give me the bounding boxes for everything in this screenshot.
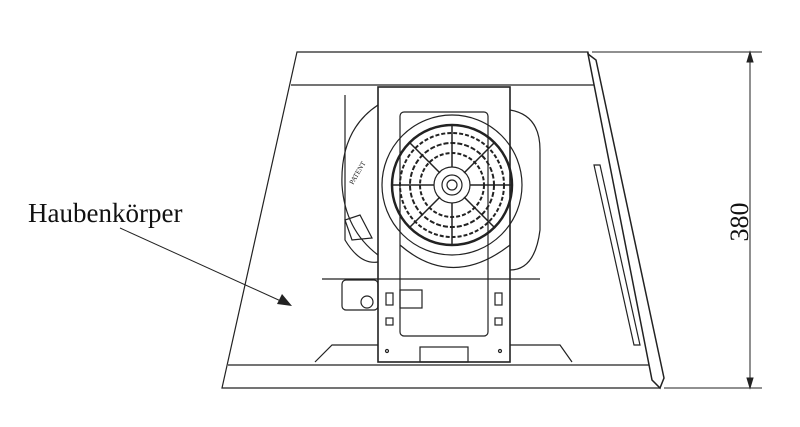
filter-frame xyxy=(314,344,573,363)
side-panel xyxy=(586,52,665,390)
frame-hole xyxy=(497,348,503,354)
bracket-left xyxy=(344,214,373,241)
frame-tab xyxy=(419,346,469,363)
frame-slot xyxy=(494,317,503,326)
frame-slot xyxy=(385,317,394,326)
blower-housing xyxy=(344,95,541,271)
frame-slot xyxy=(494,292,503,306)
height-dimension xyxy=(592,50,762,390)
frame-window xyxy=(399,111,489,337)
frame-slot xyxy=(385,292,394,306)
fan-wheel xyxy=(381,114,523,269)
dimension-value: 380 xyxy=(725,203,754,242)
hood-body-outline xyxy=(221,51,661,389)
frame-hole xyxy=(384,348,390,354)
blower-scroll xyxy=(341,104,379,256)
leader-arrow xyxy=(119,227,292,306)
part-label: Haubenkörper xyxy=(28,198,182,228)
side-panel-inner xyxy=(593,164,641,346)
mount-hole xyxy=(360,295,374,309)
